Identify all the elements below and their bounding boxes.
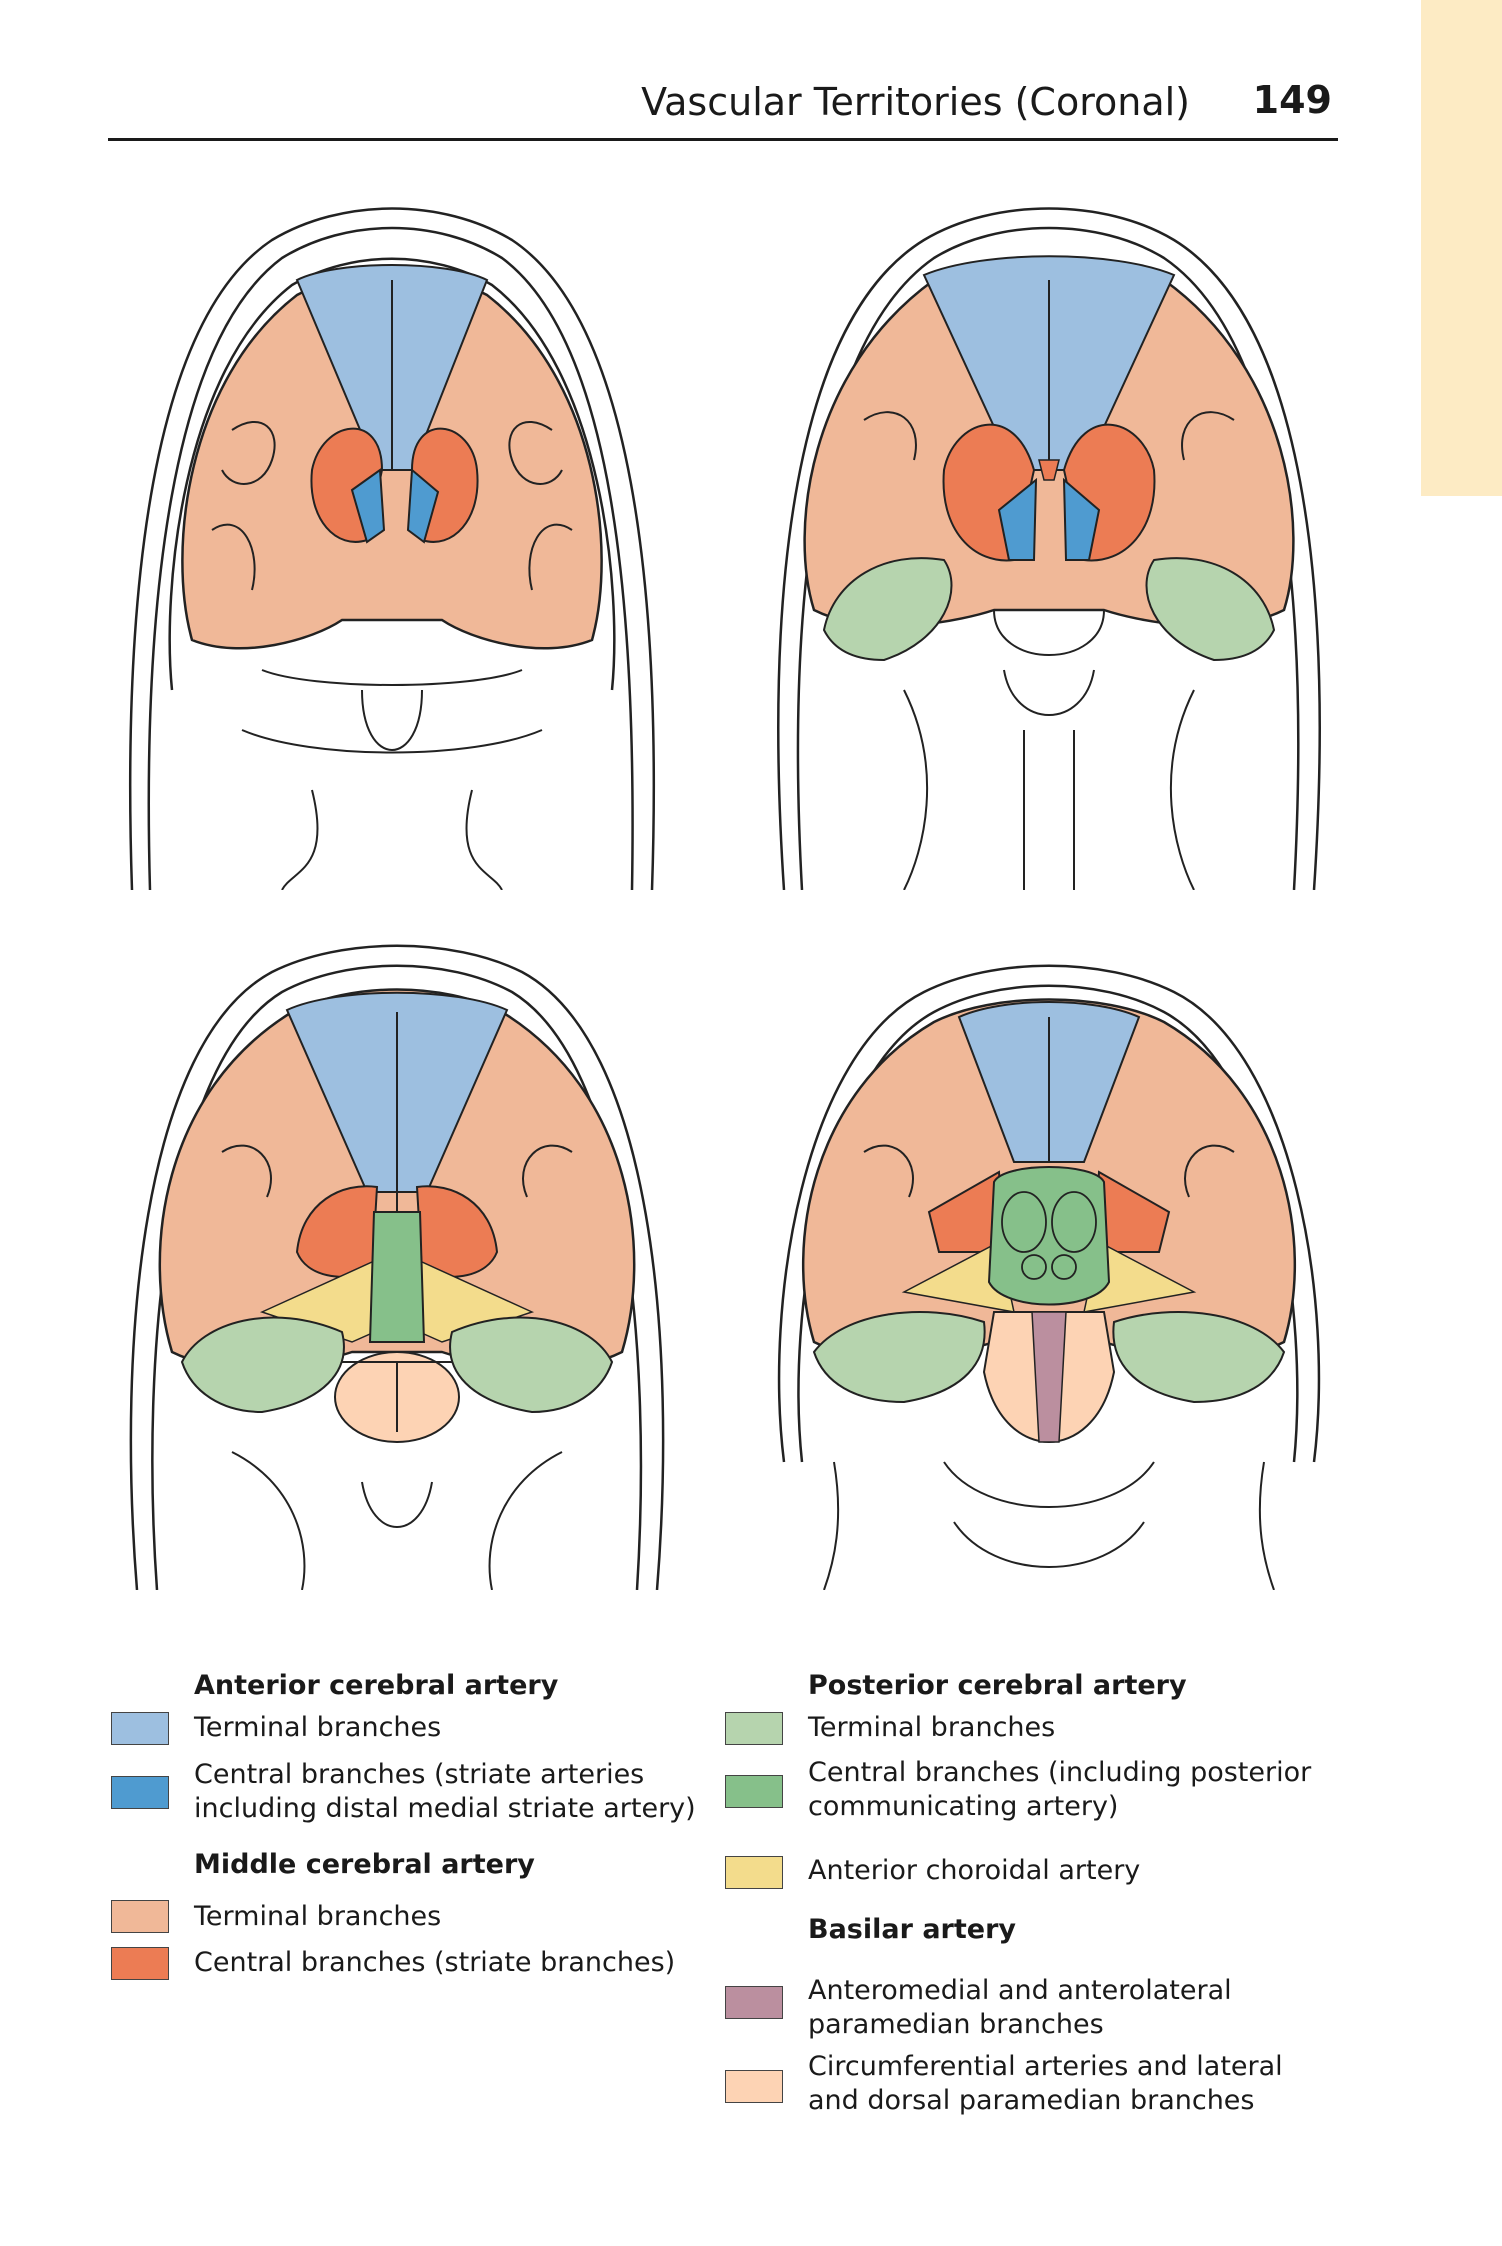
legend-pca-terminal-label: Terminal branches bbox=[808, 1712, 1056, 1743]
legend-pca-title: Posterior cerebral artery bbox=[808, 1670, 1187, 1701]
legend-pca-terminal-swatch bbox=[725, 1712, 783, 1745]
legend-aca-central-label-line1: Central branches (striate arteries bbox=[194, 1759, 645, 1790]
legend-ant-choroidal-label: Anterior choroidal artery bbox=[808, 1855, 1141, 1886]
page-number: 149 bbox=[1252, 78, 1332, 122]
legend-mca-central-label: Central branches (striate branches) bbox=[194, 1947, 676, 1978]
legend-mca-central-swatch bbox=[111, 1947, 169, 1980]
legend-aca-central-swatch bbox=[111, 1776, 169, 1809]
legend-pca-central-label-line1: Central branches (including posterior bbox=[808, 1757, 1312, 1788]
legend-mca-terminal-label: Terminal branches bbox=[194, 1901, 442, 1932]
legend-basilar-circumferential-label-line1: Circumferential arteries and lateral bbox=[808, 2051, 1283, 2082]
coronal-section-4-illustration bbox=[754, 922, 1344, 1590]
legend-basilar-paramedian-label-line2: paramedian branches bbox=[808, 2009, 1104, 2040]
legend-basilar-paramedian-label-line1: Anteromedial and anterolateral bbox=[808, 1975, 1232, 2006]
legend-basilar-title: Basilar artery bbox=[808, 1914, 1016, 1945]
legend-aca-central-label-line2: including distal medial striate artery) bbox=[194, 1793, 696, 1824]
legend-mca-title: Middle cerebral artery bbox=[194, 1849, 535, 1880]
running-header: Vascular Territories (Coronal) 149 bbox=[108, 72, 1338, 141]
legend-basilar-circumferential-label-line2: and dorsal paramedian branches bbox=[808, 2085, 1255, 2116]
coronal-section-3-illustration bbox=[112, 922, 682, 1590]
legend-basilar-paramedian-swatch bbox=[725, 1986, 783, 2019]
legend-aca-terminal-swatch bbox=[111, 1712, 169, 1745]
legend-ant-choroidal-swatch bbox=[725, 1856, 783, 1889]
legend-pca-central-swatch bbox=[725, 1775, 783, 1808]
coronal-section-1-illustration bbox=[112, 170, 672, 890]
legend-aca-title: Anterior cerebral artery bbox=[194, 1670, 559, 1701]
legend-aca-terminal-label: Terminal branches bbox=[194, 1712, 442, 1743]
legend-basilar-circumferential-swatch bbox=[725, 2070, 783, 2103]
legend-pca-central-label-line2: communicating artery) bbox=[808, 1791, 1119, 1822]
chapter-thumb-tab bbox=[1421, 0, 1502, 496]
legend-mca-terminal-swatch bbox=[111, 1900, 169, 1933]
coronal-section-2-illustration bbox=[754, 170, 1344, 890]
page-title: Vascular Territories (Coronal) bbox=[641, 80, 1190, 124]
